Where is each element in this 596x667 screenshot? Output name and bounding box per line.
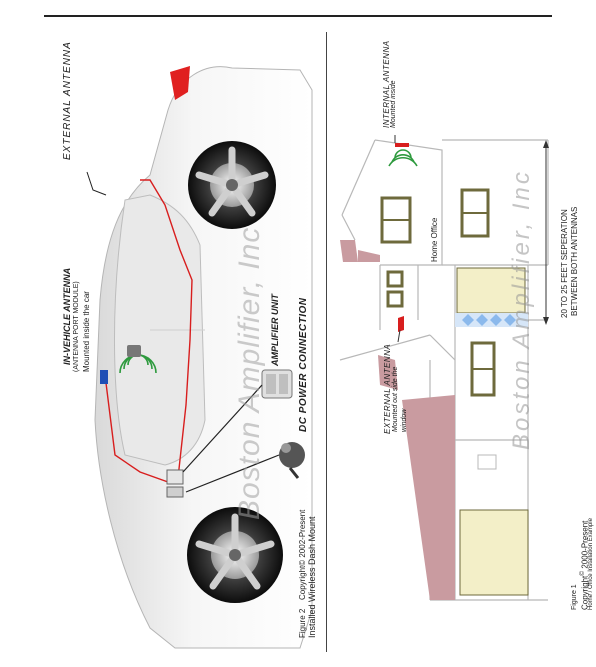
phone-device xyxy=(127,345,141,357)
mounted-inside-label: Mounted inside xyxy=(390,80,397,128)
mounted-outside-label-2: window xyxy=(401,408,408,432)
external-antenna-pointer xyxy=(86,171,107,196)
house-watermark: Boston Amplifier, Inc xyxy=(508,169,535,450)
external-antenna-marker xyxy=(398,316,404,332)
roof-edge xyxy=(378,355,398,390)
rear-tire xyxy=(188,141,276,229)
in-vehicle-antenna-module xyxy=(100,370,108,384)
window-antenna-label: EXTERNAL ANTENNA xyxy=(383,343,392,434)
mounted-outside-label-1: Mounted out side the xyxy=(392,366,399,432)
roof-slope xyxy=(402,395,455,600)
figure1-subtitle: Home / Office Installation Example xyxy=(588,518,594,610)
chimney xyxy=(340,240,358,262)
internal-antenna-marker xyxy=(395,143,409,147)
amplifier-unit-inset xyxy=(261,369,293,399)
center-divider xyxy=(326,32,327,652)
separation-label-2: BETWEEN BOTH ANTENNAS xyxy=(570,206,579,316)
dc-power-inset xyxy=(279,442,305,479)
top-rule xyxy=(44,15,552,17)
car-illustration xyxy=(86,66,313,649)
garage-door xyxy=(459,509,529,596)
home-office-label: Home Office xyxy=(430,217,439,262)
window-muntins xyxy=(382,212,494,370)
tail-light xyxy=(170,66,190,100)
external-antenna-pointer xyxy=(397,329,401,343)
front-tire xyxy=(187,507,283,603)
small-window xyxy=(477,454,497,470)
figure1-label: Figure 1 xyxy=(571,584,578,610)
internal-antenna-waves xyxy=(388,149,418,167)
signal-arrows xyxy=(462,314,516,326)
power-pointer xyxy=(185,454,280,493)
antenna-cable xyxy=(104,179,193,483)
separation-label-1: 20 TO 25 FEET SEPERATION xyxy=(560,209,569,318)
dash-power xyxy=(166,486,184,498)
dash-amplifier xyxy=(166,469,184,485)
amplifier-pointer xyxy=(182,384,263,473)
interior-door xyxy=(456,267,526,314)
